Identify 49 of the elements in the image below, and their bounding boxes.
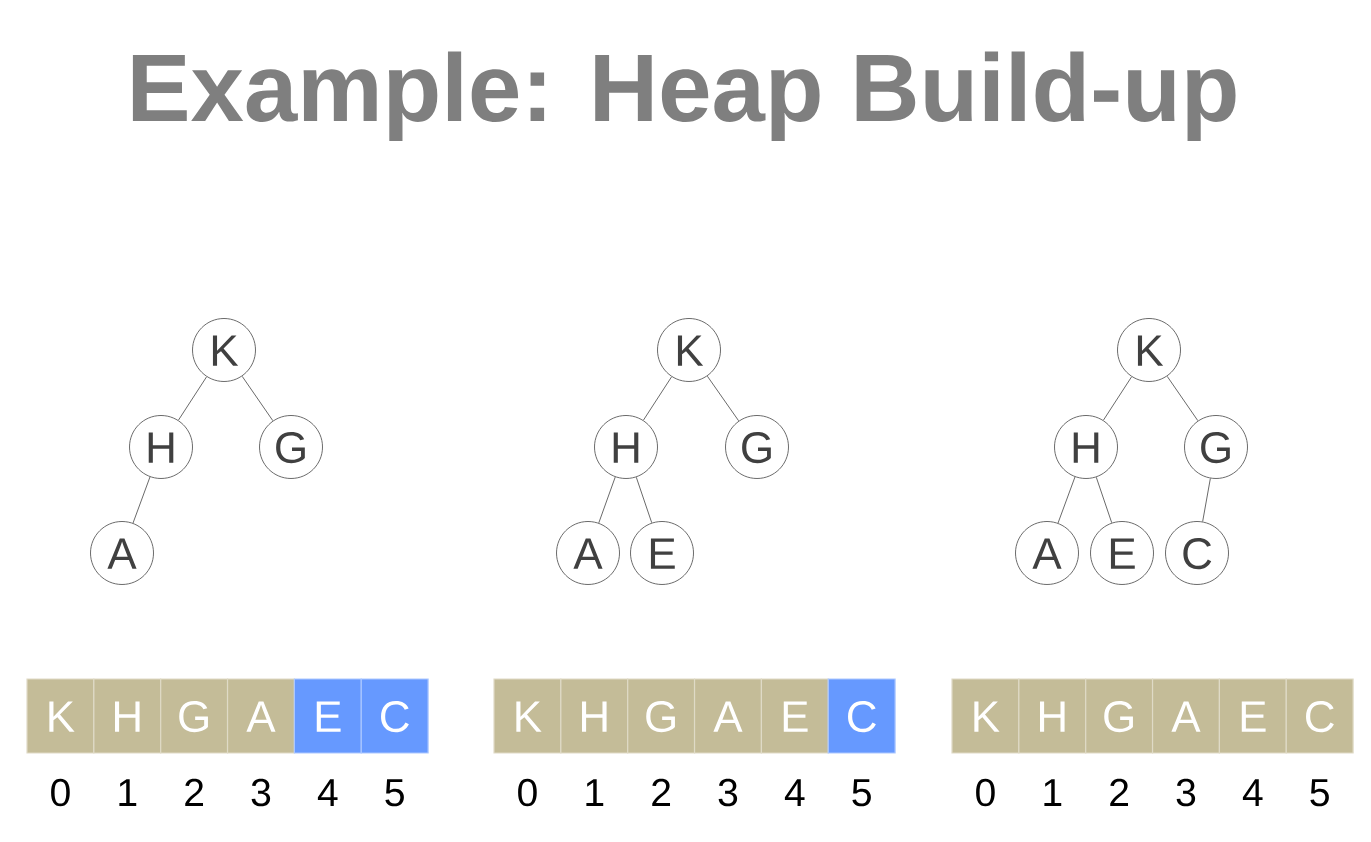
index-number: 1: [119, 779, 137, 806]
tree-edge: [598, 476, 616, 524]
array-cell: C: [360, 678, 429, 754]
tree-edge: [642, 376, 673, 421]
tree-edge: [1057, 476, 1076, 524]
index-number: 2: [1110, 778, 1128, 806]
tree-edge: [132, 476, 151, 524]
index-number: 3: [1176, 778, 1196, 807]
index-number: 4: [784, 779, 805, 806]
index-number: 0: [976, 778, 995, 807]
array-cell: E: [760, 678, 829, 754]
array-cell: C: [827, 678, 896, 754]
index-number: 3: [251, 778, 271, 807]
tree-edge: [1102, 376, 1133, 421]
index-number: 0: [518, 778, 537, 807]
array-cell: C: [1285, 678, 1354, 754]
array-cell: E: [1218, 678, 1287, 754]
index-number: 5: [1310, 779, 1329, 807]
tree-edge: [635, 476, 653, 524]
array-cell: G: [160, 678, 229, 754]
index-number: 5: [852, 779, 871, 807]
tree-edge: [706, 375, 740, 422]
array-cell: K: [26, 678, 95, 754]
array-cell: H: [560, 678, 629, 754]
tree-edge: [241, 375, 274, 422]
array-cell: A: [693, 678, 762, 754]
array-cell: G: [1085, 678, 1154, 754]
index-number: 1: [1044, 779, 1062, 806]
index-number: 3: [718, 778, 738, 807]
index-number: 2: [652, 778, 670, 806]
array-cell: A: [1151, 678, 1220, 754]
tree-edge: [1166, 375, 1199, 422]
array-cell: K: [951, 678, 1020, 754]
index-number: 4: [1242, 779, 1263, 806]
title: Example: Heap Build-up: [132, 51, 1236, 141]
array-cell: H: [1018, 678, 1087, 754]
tree-edge: [1095, 476, 1113, 524]
tree-edge: [177, 376, 208, 421]
array-cell: G: [627, 678, 696, 754]
array-cell: K: [493, 678, 562, 754]
array-cell: H: [93, 678, 162, 754]
array-cell: A: [226, 678, 295, 754]
array-cell: E: [293, 678, 362, 754]
index-number: 4: [317, 779, 338, 806]
index-number: 2: [185, 778, 203, 806]
index-number: 1: [586, 779, 604, 806]
index-number: 0: [51, 778, 70, 807]
tree-edge: [1202, 478, 1211, 522]
index-number: 5: [385, 779, 404, 807]
